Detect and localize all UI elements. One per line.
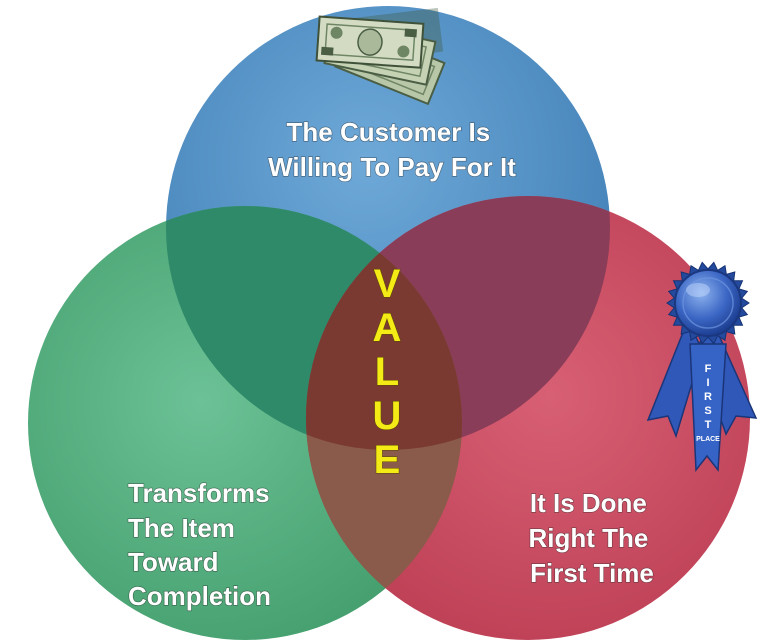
label-done-right-line: Right The: [528, 523, 648, 553]
label-done-right-line: It Is Done: [530, 488, 647, 518]
value-letter: V: [374, 262, 401, 306]
label-transforms-line: Toward: [128, 547, 219, 577]
first-place-ribbon-icon: F I R S T PLACE: [646, 261, 758, 473]
label-customer: The Customer Is Willing To Pay For It: [268, 117, 516, 182]
value-word: V A L U E: [372, 262, 402, 483]
value-letter: E: [374, 438, 401, 482]
ribbon-subtext: PLACE: [696, 436, 720, 443]
label-customer-line: The Customer Is: [287, 117, 491, 147]
ribbon-letter: S: [704, 405, 711, 417]
value-letter: A: [373, 306, 402, 350]
ribbon-text: F I R S T PLACE: [696, 363, 720, 443]
ribbon-letter: R: [704, 391, 712, 403]
ribbon-letter: F: [705, 363, 712, 375]
label-transforms: Transforms The Item Toward Completion: [128, 478, 277, 611]
label-done-right-line: First Time: [530, 558, 654, 588]
label-transforms-line: Completion: [128, 581, 271, 611]
label-transforms-line: The Item: [128, 513, 235, 543]
value-letter: L: [375, 350, 399, 394]
value-letter: U: [373, 394, 402, 438]
overlap-center: [306, 206, 462, 450]
ribbon-letter: T: [705, 419, 712, 431]
ribbon-letter: I: [706, 377, 709, 389]
label-transforms-line: Transforms: [128, 478, 270, 508]
label-customer-line: Willing To Pay For It: [268, 152, 516, 182]
label-done-right: It Is Done Right The First Time: [528, 488, 655, 588]
dollar-bills-icon: [315, 7, 446, 106]
